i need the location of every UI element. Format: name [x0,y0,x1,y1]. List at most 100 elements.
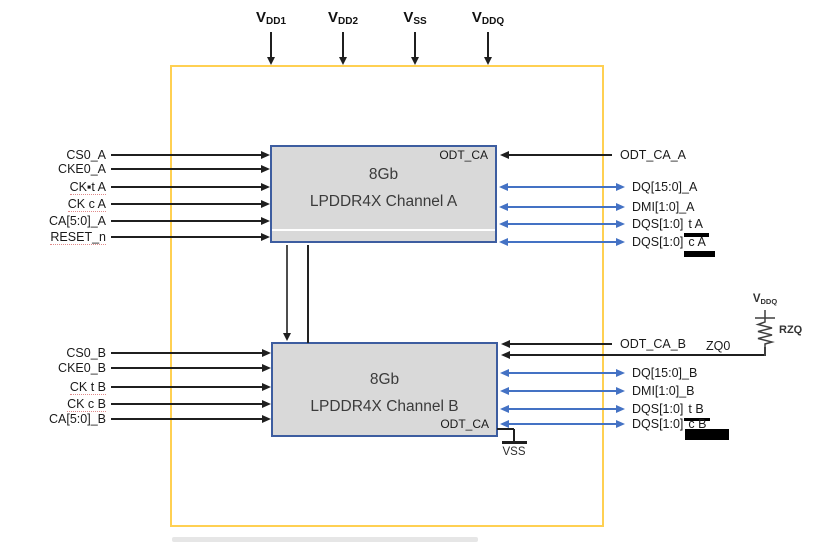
channel-a-odt-ca-port-label: ODT_CA [439,148,488,162]
channel-a-input-0-arrowhead [261,150,270,159]
channel-b-io-1-line [509,390,616,392]
channel-b-input-1-label: CKE0_B [0,359,106,377]
vddq-rail-sub: DDQ [760,297,778,306]
channel-b-input-0-line [111,352,262,354]
channel-a-split-line [272,229,495,231]
power-arrow-line [414,32,416,57]
power-pin-label-dd1: VDD1 [231,8,311,32]
odt-ca-a-line [509,154,612,156]
shared-signal-connector-line [286,245,288,333]
channel-a-input-4-label: CA[5:0]_A [0,212,106,230]
rzq-label: RZQ [779,324,803,336]
power-pin-base: V [471,9,482,26]
channel-a-input-1-label-text: CKE0_A [58,162,106,176]
channel-a-io-1-label: DMI[1:0]_A [632,198,695,216]
channel-b-io-3-arrowhead-right [616,419,625,428]
channel-b-size-label: 8Gb [369,371,400,388]
channel-a-input-4-arrowhead [261,216,270,225]
channel-b-io-0-text: DQ[15:0]_B [632,366,698,380]
power-arrow-line [270,32,272,57]
shared-signal-connector-line-2 [307,245,309,343]
channel-a-input-2-label: CK▪t A [0,178,106,196]
channel-a-input-1-label: CKE0_A [0,160,106,178]
channel-a-input-2-arrowhead [261,182,270,191]
zq0-line [510,354,765,356]
channel-a-io-3-line [508,241,616,243]
vss-tie-horizontal-line [497,428,514,430]
channel-a-io-1-arrowhead-right [616,202,625,211]
channel-b-input-1-line [111,367,262,369]
channel-b-io-2-arrowhead-left [500,404,509,413]
channel-a-input-0-label-text: CS0_A [66,148,106,162]
channel-b-io-2-line [509,408,616,410]
channel-a-io-2-label: DQS[1:0]t A [632,215,710,237]
odt-ca-a-label-text: ODT_CA_A [620,148,686,162]
channel-a-name-label: LPDDR4X Channel A [309,193,458,210]
channel-b-io-3-line [509,423,616,425]
channel-a-input-3-label-text: CK c A [67,197,106,212]
channel-a-io-2-tail: t A [684,215,710,237]
power-pin-base: V [255,9,266,26]
channel-a-input-3-label: CK c A [0,195,106,213]
channel-a-input-5-arrowhead [261,232,270,241]
channel-a-io-2-arrowhead-left [499,219,508,228]
zq0-riser-line [764,347,766,356]
bottom-shadow-bar [172,537,478,542]
power-pin-base: V [403,9,414,26]
channel-a-io-3-label: DQS[1:0]c A [632,233,715,257]
channel-b-io-1-arrowhead-left [500,386,509,395]
channel-b-input-3-label: CK c B [0,395,106,413]
channel-b-input-2-arrowhead [262,382,271,391]
channel-b-io-1-text: DMI[1:0]_B [632,384,695,398]
channel-a-io-3-arrowhead-left [499,237,508,246]
channel-b-io-0-arrowhead-left [500,368,509,377]
channel-b-block: ODT_CA 8Gb LPDDR4X Channel B [271,342,498,437]
channel-a-io-1-line [508,206,616,208]
channel-b-io-2-arrowhead-right [616,404,625,413]
vss-ground-bar [502,441,527,444]
channel-a-io-3-text: DQS[1:0] [632,235,684,249]
channel-b-io-2-text: DQS[1:0] [632,402,684,416]
channel-b-input-2-label-text: CK t B [69,380,106,395]
odt-ca-b-arrowhead [501,339,510,348]
shared-signal-connector-arrowhead [282,333,291,341]
channel-b-io-0-arrowhead-right [616,368,625,377]
channel-a-size-label: 8Gb [368,166,399,183]
channel-b-input-3-label-text: CK c B [67,397,106,412]
zq0-label-text: ZQ0 [706,339,731,353]
power-pin-base: V [327,9,338,26]
odt-ca-b-label: ODT_CA_B [620,335,686,353]
channel-a-io-2-line [508,223,616,225]
channel-a-title: 8Gb LPDDR4X Channel A [272,161,495,215]
power-arrow-head [483,57,492,65]
channel-b-io-0-label: DQ[15:0]_B [632,364,697,382]
channel-b-io-2-label: DQS[1:0]t B [632,400,710,421]
channel-b-input-0-label: CS0_B [0,344,106,362]
rzq-resistor-symbol [755,310,775,355]
channel-a-io-3-tail: c A [684,233,715,257]
channel-a-input-0-line [111,154,261,156]
channel-b-title: 8Gb LPDDR4X Channel B [273,366,496,420]
channel-a-input-1-line [111,168,261,170]
odt-ca-b-label-text: ODT_CA_B [620,337,686,351]
power-pin-label-dd2: VDD2 [303,8,383,32]
vss-tie-vertical-line [513,429,515,441]
power-pin-label-ddq: VDDQ [448,8,528,32]
odt-ca-a-arrowhead [500,150,509,159]
channel-b-input-1-label-text: CKE0_B [58,361,106,375]
channel-b-io-1-label: DMI[1:0]_B [632,382,695,400]
vddq-rail-label: VDDQ [745,293,785,306]
channel-a-block: ODT_CA 8Gb LPDDR4X Channel A [270,145,497,243]
vddq-rail-base: V [752,293,761,305]
zq0-label: ZQ0 [706,337,730,355]
channel-a-io-2-arrowhead-right [616,219,625,228]
channel-b-io-3-tail: c B [684,415,730,440]
power-pin-sub: DD1 [266,16,287,27]
package-outline [170,65,604,527]
channel-b-input-3-line [111,403,262,405]
channel-a-io-0-label: DQ[15:0]_A [632,178,697,196]
channel-b-io-2-tail: t B [684,400,710,421]
channel-a-input-3-arrowhead [261,199,270,208]
channel-b-io-3-label: DQS[1:0]c B [632,415,730,440]
